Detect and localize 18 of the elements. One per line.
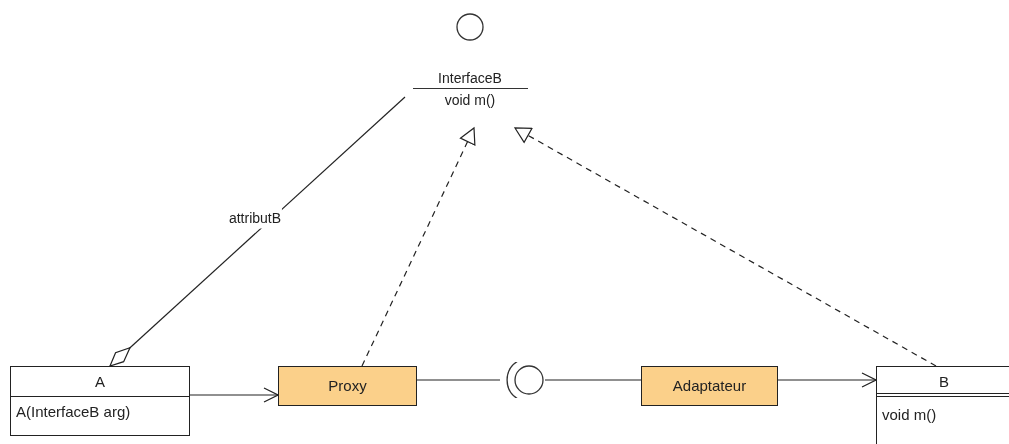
association-arrow [189,387,279,403]
connector-line [544,379,642,381]
edge-label: attributB [227,207,283,229]
method-signature: void m() [881,405,938,425]
connector-line [416,379,501,381]
class-box [10,366,190,436]
realization-arrow [361,127,476,367]
component-box: Proxy [278,366,417,406]
class-box [876,366,1009,444]
class-name: A [11,367,189,397]
interface-name: InterfaceB [412,68,528,89]
association-arrow [777,372,877,388]
realization-arrow [514,127,937,367]
method-signature: A(InterfaceB arg) [15,402,132,422]
class-name: B [877,367,1009,397]
aggregation-line [109,96,406,367]
component-box: Adaptateur [641,366,778,406]
method-signature: void m() [444,91,496,110]
